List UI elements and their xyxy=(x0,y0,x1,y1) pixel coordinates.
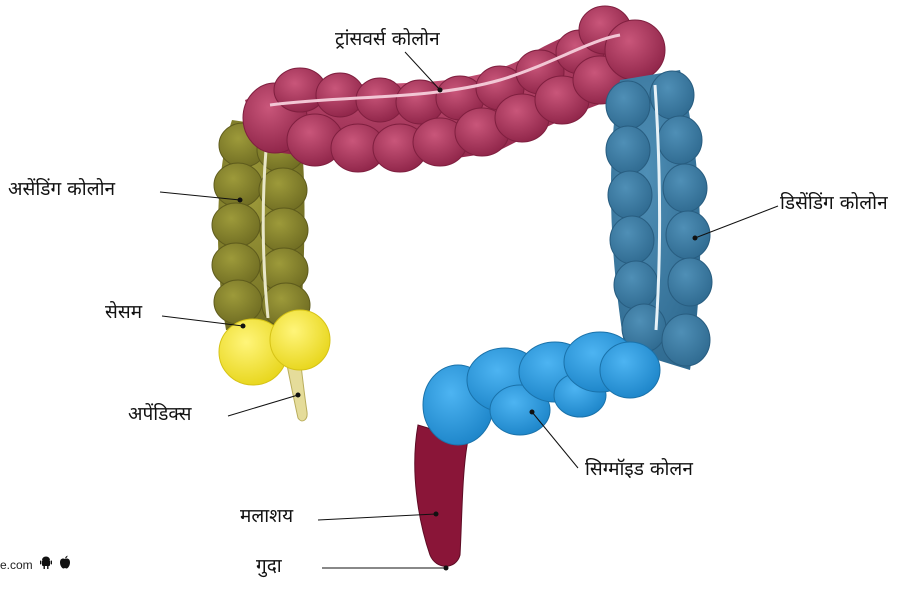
label-anus: गुदा xyxy=(256,557,282,576)
label-descending-colon: डिसेंडिंग कोलोन xyxy=(780,194,888,213)
android-icon xyxy=(40,556,52,572)
label-transverse-colon: ट्रांसवर्स कोलोन xyxy=(335,30,440,49)
label-appendix: अपेंडिक्स xyxy=(128,405,191,424)
watermark: e.com xyxy=(0,555,71,572)
apple-icon xyxy=(59,555,71,572)
descending-colon xyxy=(606,70,712,370)
label-sigmoid-colon: सिग्मॉइड कोलन xyxy=(585,460,693,479)
label-rectum: मलाशय xyxy=(240,507,293,526)
label-cecum: सेसम xyxy=(105,303,142,322)
transverse-colon xyxy=(243,6,665,172)
label-ascending-colon: असेंडिंग कोलोन xyxy=(8,180,115,199)
sigmoid-colon xyxy=(423,332,660,445)
rectum xyxy=(415,425,468,566)
watermark-text: e.com xyxy=(0,558,33,572)
